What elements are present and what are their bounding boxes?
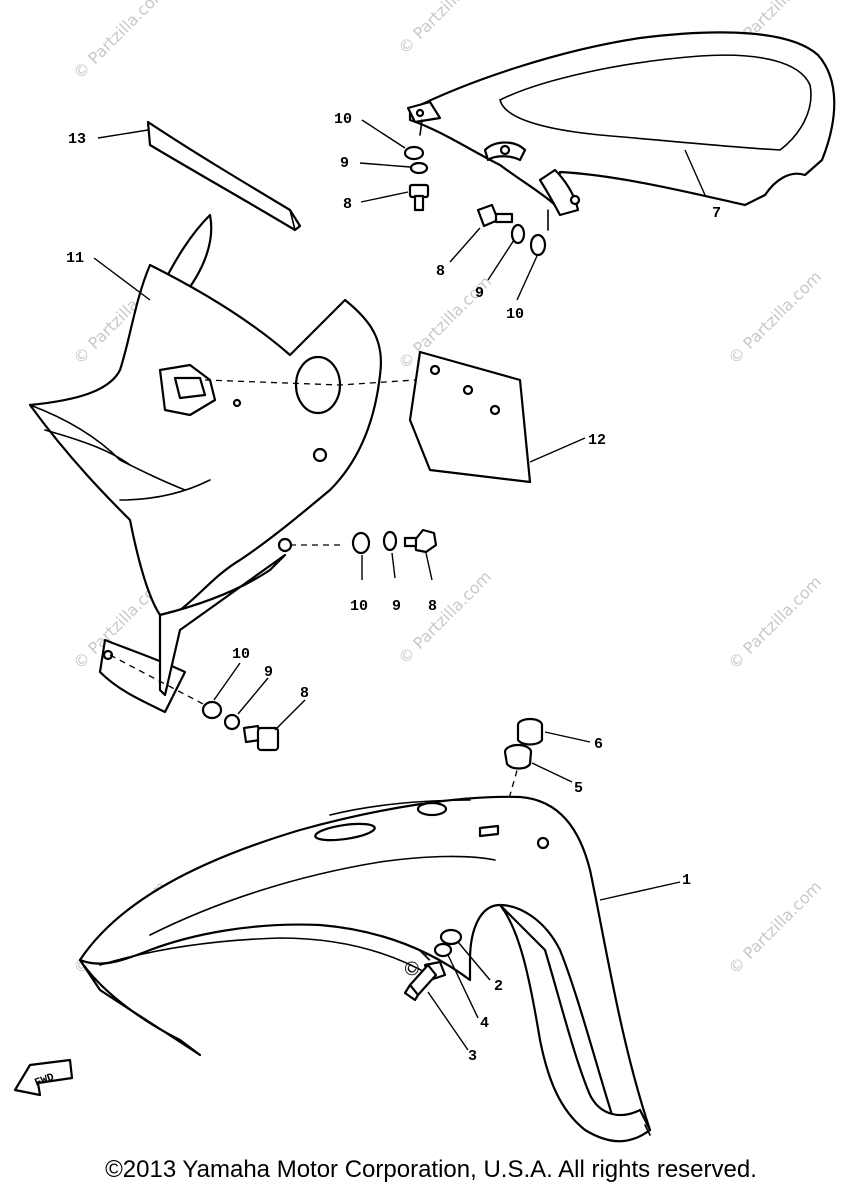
watermark-6: © Partzilla.com <box>724 267 825 368</box>
label-8-middle: 8 <box>428 598 437 615</box>
watermark-1: © Partzilla.com <box>69 0 170 83</box>
label-10-upper-right: 10 <box>506 306 524 323</box>
washer-10-lower <box>201 700 223 720</box>
grommet-part-5 <box>503 743 533 770</box>
label-9-middle: 9 <box>392 598 401 615</box>
lock-washer-9-upper-right <box>510 223 526 245</box>
bolt-part-3 <box>403 960 447 1002</box>
label-8-upper-left: 8 <box>343 196 352 213</box>
watermark-9: © Partzilla.com <box>724 572 825 673</box>
label-9-lower: 9 <box>264 664 273 681</box>
label-8-upper-right: 8 <box>436 263 445 280</box>
label-1: 1 <box>682 872 691 889</box>
fwd-arrow-icon: FWD <box>13 1058 74 1097</box>
label-13: 13 <box>68 131 86 148</box>
plate-part-12 <box>408 350 532 484</box>
label-7: 7 <box>712 205 721 222</box>
watermark-11: © Partzilla.com <box>724 877 825 978</box>
side-cover-part-11 <box>28 213 383 714</box>
label-5: 5 <box>574 780 583 797</box>
bolt-8-lower <box>242 724 280 752</box>
washer-part-4 <box>433 942 453 958</box>
lock-washer-9-lower <box>223 713 241 731</box>
label-8-lower: 8 <box>300 685 309 702</box>
watermark-2: © Partzilla.com <box>394 0 495 58</box>
bolt-8-upper-left <box>408 183 430 212</box>
copyright-notice: ©2013 Yamaha Motor Corporation, U.S.A. A… <box>105 1156 757 1183</box>
rear-fender-part-7 <box>406 31 836 231</box>
label-4: 4 <box>480 1015 489 1032</box>
label-9-upper-left: 9 <box>340 155 349 172</box>
bolt-8-upper-right <box>476 203 514 228</box>
bolt-8-middle <box>403 528 438 554</box>
washer-10-upper-right <box>529 233 547 257</box>
guide-line-12 <box>204 379 416 386</box>
washer-10-upper-left <box>403 145 425 161</box>
lock-washer-9-upper-left <box>409 161 429 175</box>
label-6: 6 <box>594 736 603 753</box>
lock-washer-9-middle <box>382 530 398 552</box>
leader-lines <box>93 119 706 1051</box>
label-9-upper-right: 9 <box>475 285 484 302</box>
label-3: 3 <box>468 1048 477 1065</box>
watermark-8: © Partzilla.com <box>394 567 495 668</box>
washer-10-middle <box>351 531 371 555</box>
guide-line-lower <box>109 654 206 706</box>
label-2: 2 <box>494 978 503 995</box>
label-10-middle: 10 <box>350 598 368 615</box>
collar-part-2 <box>439 928 463 946</box>
label-10-upper-left: 10 <box>334 111 352 128</box>
cap-part-6 <box>516 717 544 746</box>
label-11: 11 <box>66 250 84 267</box>
strip-part-13 <box>146 120 302 232</box>
label-12: 12 <box>588 432 606 449</box>
label-10-lower: 10 <box>232 646 250 663</box>
front-fender-part-1 <box>78 795 652 1143</box>
